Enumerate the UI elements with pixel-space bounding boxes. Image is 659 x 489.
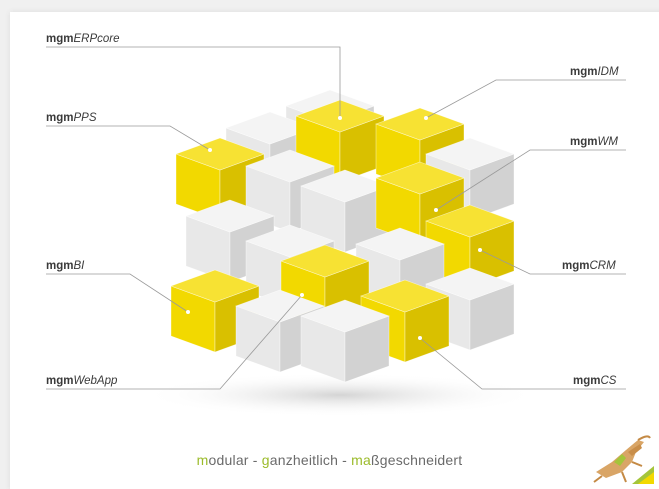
leader-pps	[46, 125, 211, 151]
leader-idm-dot	[424, 116, 428, 120]
label-mgm-bi[interactable]: mgmBI	[46, 260, 84, 272]
tagline: modular - ganzheitlich - maßgeschneidert	[0, 452, 659, 468]
label-product: BI	[73, 260, 85, 272]
label-product: CRM	[589, 260, 616, 272]
label-brand: mgm	[573, 375, 601, 387]
leader-bi	[46, 273, 189, 313]
lizard-logo-icon	[593, 435, 654, 484]
label-brand: mgm	[46, 112, 74, 124]
label-mgm-idm[interactable]: mgmIDM	[570, 66, 619, 78]
cube-shadow	[140, 373, 540, 417]
cube-grey	[185, 199, 275, 283]
label-product: IDM	[597, 66, 619, 78]
leader-wm-dot	[434, 208, 438, 212]
tagline-highlight: g	[261, 452, 270, 468]
leader-cs	[419, 337, 626, 390]
label-product: CS	[600, 375, 617, 387]
leader-pps-dot	[208, 148, 212, 152]
leader-lines	[46, 46, 626, 390]
label-brand: mgm	[46, 260, 74, 272]
leader-webapp	[46, 294, 303, 390]
label-product: PPS	[73, 112, 97, 124]
tagline-highlight: ma	[351, 452, 371, 468]
label-mgm-wm[interactable]: mgmWM	[570, 136, 618, 148]
label-mgm-cs[interactable]: mgmCS	[573, 375, 616, 387]
label-mgm-pps[interactable]: mgmPPS	[46, 112, 97, 124]
label-mgm-webapp[interactable]: mgmWebApp	[46, 375, 117, 387]
label-brand: mgm	[562, 260, 590, 272]
label-product: WebApp	[73, 375, 118, 387]
leader-crm	[479, 249, 626, 275]
cube-grey	[300, 299, 390, 383]
leader-erpcore	[46, 46, 341, 118]
label-product: ERPcore	[73, 33, 120, 45]
leader-cs-dot	[418, 336, 422, 340]
tagline-word: odular	[208, 452, 249, 468]
label-brand: mgm	[570, 136, 598, 148]
tagline-word: ßgeschneidert	[370, 452, 463, 468]
label-mgm-erpcore[interactable]: mgmERPcore	[46, 33, 120, 45]
leader-webapp-dot	[300, 293, 304, 297]
tagline-separator: -	[248, 452, 262, 468]
leader-crm-dot	[478, 248, 482, 252]
leader-bi-dot	[186, 310, 190, 314]
label-brand: mgm	[46, 33, 74, 45]
label-mgm-crm[interactable]: mgmCRM	[562, 260, 616, 272]
leader-wm	[435, 149, 626, 211]
tagline-separator: -	[338, 452, 352, 468]
leader-dots	[186, 116, 482, 340]
label-brand: mgm	[570, 66, 598, 78]
tagline-highlight: m	[196, 452, 209, 468]
leader-idm	[425, 79, 626, 119]
leader-erpcore-dot	[338, 116, 342, 120]
label-product: WM	[597, 136, 618, 148]
cube-assembly	[170, 89, 515, 383]
label-brand: mgm	[46, 375, 74, 387]
tagline-word: anzheitlich	[269, 452, 339, 468]
